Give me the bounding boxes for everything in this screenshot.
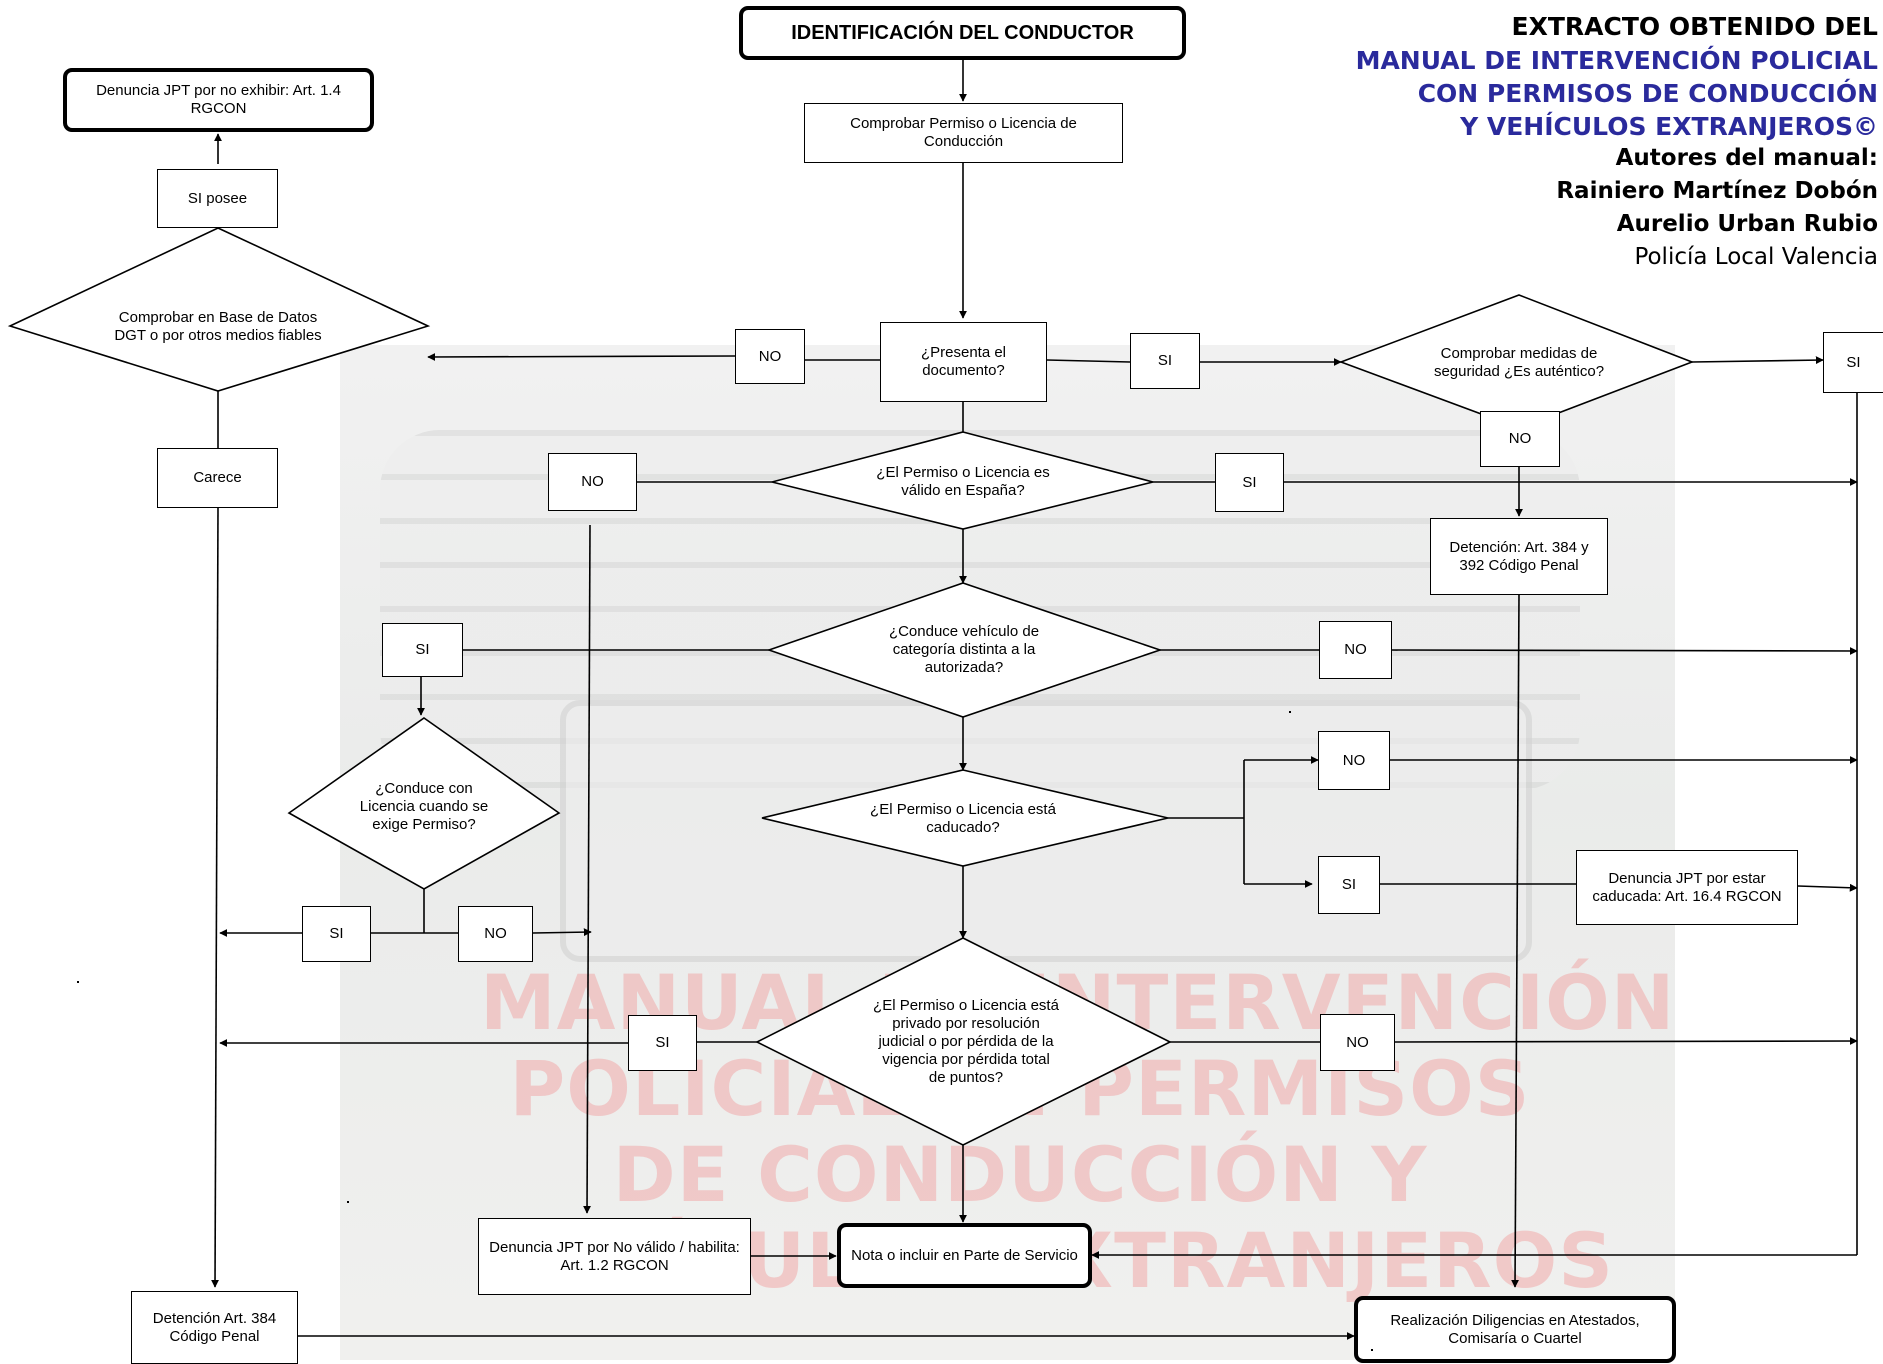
credit-line: EXTRACTO OBTENIDO DEL [1511, 12, 1879, 41]
credit-line: Policía Local Valencia [1634, 244, 1878, 270]
si-label-box: SI [628, 1015, 697, 1071]
start-node: IDENTIFICACIÓN DEL CONDUCTOR [739, 6, 1186, 60]
fine-expired-box: Denuncia JPT por estar caducada: Art. 16… [1576, 850, 1798, 925]
arrest-384-392-box: Detención: Art. 384 y 392 Código Penal [1430, 518, 1608, 595]
diamond-shape [7, 227, 431, 392]
no-label-box: NO [1319, 621, 1392, 679]
si-label-box: SI [1215, 453, 1284, 512]
check-security-diamond: Comprobar medidas de seguridad ¿Es autén… [1433, 345, 1605, 380]
diamond-shape [755, 937, 1172, 1146]
license-when-permit-diamond: ¿Conduce con Licencia cuando se exige Pe… [359, 780, 489, 833]
stray-dot [77, 981, 79, 983]
credit-line: MANUAL DE INTERVENCIÓN POLICIAL [1355, 46, 1878, 75]
diamond-shape [287, 717, 561, 890]
check-db-diamond: Comprobar en Base de Datos DGT o por otr… [114, 309, 322, 344]
arrest-384-box: Detención Art. 384 Código Penal [131, 1291, 298, 1364]
other-category-diamond: ¿Conduce vehículo de categoría distinta … [888, 623, 1040, 676]
fine-not-valid-box: Denuncia JPT por No válido / habilita: A… [478, 1218, 751, 1295]
carece-box: Carece [157, 448, 278, 508]
note-box: Nota o incluir en Parte de Servicio [837, 1223, 1092, 1288]
no-label-box: NO [458, 906, 533, 962]
check-permit-box: Comprobar Permiso o Licencia de Conducci… [804, 103, 1123, 163]
diligencias-box: Realización Diligencias en Atestados, Co… [1354, 1296, 1676, 1363]
diamond-shape [771, 431, 1154, 530]
no-label-box: NO [1480, 411, 1560, 467]
si-label-box: SI [302, 906, 371, 962]
si-label-box: SI [1823, 332, 1883, 393]
stray-dot [1289, 711, 1291, 713]
diamond-shape [761, 769, 1169, 867]
no-label-box: NO [1320, 1014, 1395, 1071]
si-label-box: SI [382, 623, 463, 677]
valid-spain-diamond: ¿El Permiso o Licencia es válido en Espa… [876, 464, 1050, 499]
expired-diamond: ¿El Permiso o Licencia está caducado? [870, 801, 1056, 836]
stray-dot [347, 1201, 349, 1203]
credit-line: Rainiero Martínez Dobón [1556, 178, 1878, 204]
credit-line: CON PERMISOS DE CONDUCCIÓN [1417, 79, 1878, 108]
no-label-box: NO [1318, 731, 1390, 790]
no-label-box: NO [548, 453, 637, 511]
no-label-box: NO [735, 329, 805, 384]
credit-line: Y VEHÍCULOS EXTRANJEROS© [1460, 112, 1878, 141]
watermark-line: DE CONDUCCIÓN Y [612, 1130, 1428, 1219]
si-label-box: SI [1130, 333, 1200, 389]
deprived-diamond: ¿El Permiso o Licencia está privado por … [873, 997, 1059, 1086]
si-posee-box: SI posee [157, 169, 278, 228]
diamond-shape [766, 582, 1163, 718]
presents-document-box: ¿Presenta el documento? [880, 322, 1047, 402]
credit-line: Aurelio Urban Rubio [1616, 211, 1878, 237]
stray-dot [1371, 1349, 1373, 1351]
credit-line: Autores del manual: [1615, 145, 1878, 171]
si-label-box: SI [1318, 856, 1380, 914]
fine-no-show-box: Denuncia JPT por no exhibir: Art. 1.4 RG… [63, 68, 374, 132]
